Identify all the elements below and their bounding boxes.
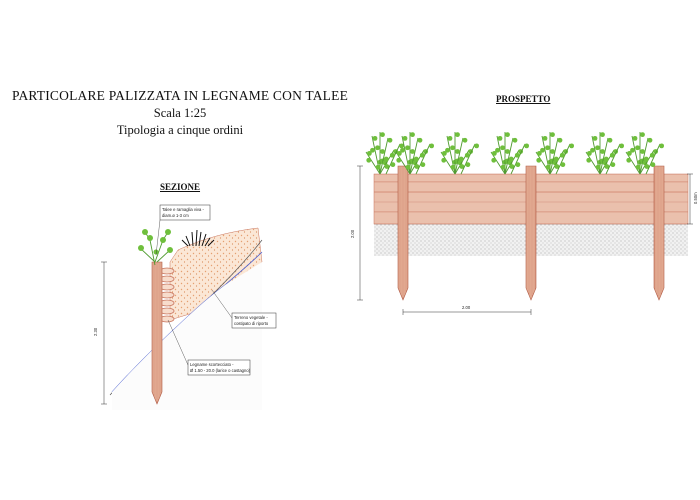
drawing-typology: Tipologia a cinque ordini [116, 123, 244, 137]
cutting-plants-elevation [365, 132, 665, 175]
section-height-dimension [101, 261, 107, 405]
elevation-heading: PROSPETTO [496, 94, 551, 104]
stake-center [525, 165, 537, 301]
elevation-span-dimension [402, 309, 532, 315]
elevation-drawing: 2.00 2.00 0.50m [350, 132, 698, 315]
elevation-height-dimension [357, 165, 363, 301]
callout-talee: Talee e ramaglia viva - diam.ø 1-3 cm [155, 204, 211, 256]
plant-cluster [585, 132, 625, 175]
plant-cluster [440, 132, 480, 175]
cutting-plant-section [138, 229, 173, 266]
elevation-height-value: 2.00 [350, 229, 355, 238]
callout-legname-text-1: Legname scortecciato - [190, 362, 234, 367]
elevation-side-value: 0.50m [693, 192, 698, 204]
callout-talee-text-2: diam.ø 1-3 cm [162, 213, 189, 218]
section-height-value: 2.30 [93, 327, 98, 336]
callout-talee-text-1: Talee e ramaglia viva - [162, 207, 204, 212]
elevation-span-value: 2.00 [462, 305, 471, 310]
drawing-scale: Scala 1:25 [153, 106, 207, 120]
stake-left [397, 165, 409, 301]
elevation-side-dimension [687, 173, 693, 225]
plant-cluster [395, 132, 435, 175]
plant-cluster [625, 132, 665, 175]
stake-right [653, 165, 665, 301]
callout-legname: Legname scortecciato - Ø 1.50 - 20.0 (la… [167, 319, 251, 376]
callout-terreno-text-1: Terreno vegetale - [234, 315, 268, 320]
plant-cluster [365, 132, 405, 175]
callout-terreno: Terreno vegetale - costipato di riporto [211, 289, 277, 329]
drawing-title: PARTICOLARE PALIZZATA IN LEGNAME CON TAL… [11, 88, 349, 103]
section-drawing: Talee e ramaglia viva - diam.ø 1-3 cm Te… [93, 204, 277, 410]
wattle-logs-section [159, 267, 175, 323]
plant-cluster [535, 132, 575, 175]
vertical-stake-section [151, 261, 163, 405]
section-heading: SEZIONE [160, 182, 201, 192]
callout-legname-text-2: Ø 1.50 - 20.0 (larice o castagno) [190, 368, 251, 373]
elevation-stakes [397, 165, 665, 301]
grass-tuft [181, 229, 215, 247]
plant-cluster [490, 132, 530, 175]
callout-terreno-text-2: costipato di riporto [234, 321, 269, 326]
